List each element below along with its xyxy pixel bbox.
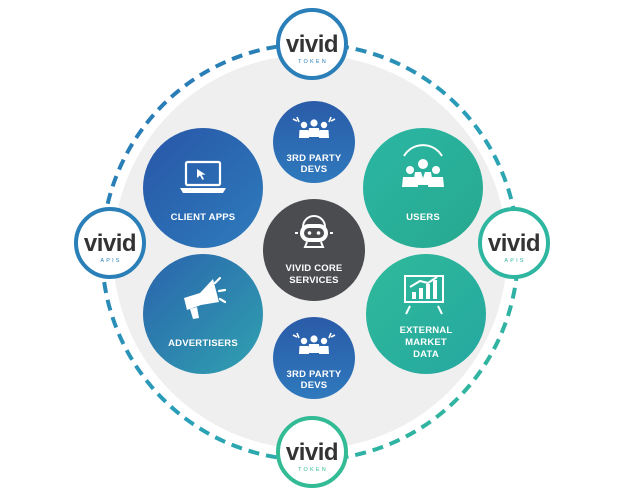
- vivid-core-label-line1: VIVID CORE: [286, 263, 343, 274]
- vivid-apis-right-brand: vivid: [488, 230, 540, 257]
- advertisers-node: ADVERTISERS: [143, 254, 263, 374]
- external-market-data-label-line3: DATA: [413, 349, 439, 360]
- client-apps-label: CLIENT APPS: [171, 212, 236, 223]
- team-icon: [292, 332, 336, 354]
- third-party-devs-top-label-line2: DEVS: [301, 164, 328, 175]
- client-apps-node: CLIENT APPS: [143, 128, 263, 248]
- vivid-core-label-line2: SERVICES: [289, 275, 338, 286]
- vivid-token-top-brand: vivid: [286, 31, 338, 58]
- vivid-apis-left-brand: vivid: [84, 230, 136, 257]
- third-party-devs-bottom-node: 3RD PARTY DEVS: [273, 317, 355, 399]
- vivid-apis-badge-left: vivid APIS: [74, 207, 146, 279]
- third-party-devs-top-label-line1: 3RD PARTY: [287, 153, 342, 164]
- vivid-token-badge-bottom: vivid TOKEN: [276, 416, 348, 488]
- third-party-devs-bottom-label-line2: DEVS: [301, 380, 328, 391]
- vivid-core-node: VIVID CORE SERVICES: [263, 199, 365, 301]
- vivid-token-top-sub: TOKEN: [298, 59, 328, 65]
- users-icon: [402, 144, 444, 187]
- megaphone-icon: [184, 276, 227, 319]
- advertisers-label: ADVERTISERS: [168, 338, 238, 349]
- vivid-apis-right-sub: APIS: [504, 258, 525, 264]
- external-market-data-label-line1: EXTERNAL: [400, 325, 453, 336]
- vivid-apis-left-sub: APIS: [100, 258, 121, 264]
- team-icon: [292, 116, 336, 138]
- users-label: USERS: [406, 212, 440, 223]
- laptop-icon: [180, 160, 226, 193]
- third-party-devs-bottom-label-line1: 3RD PARTY: [287, 369, 342, 380]
- vivid-token-bottom-brand: vivid: [286, 439, 338, 466]
- vivid-apis-badge-right: vivid APIS: [478, 207, 550, 279]
- chart-board-icon: [404, 275, 444, 315]
- vivid-token-badge-top: vivid TOKEN: [276, 8, 348, 80]
- third-party-devs-top-node: 3RD PARTY DEVS: [273, 101, 355, 183]
- robot-icon: [295, 214, 333, 248]
- users-node: USERS: [363, 128, 483, 248]
- vivid-token-bottom-sub: TOKEN: [298, 467, 328, 473]
- external-market-data-node: EXTERNAL MARKET DATA: [366, 254, 486, 374]
- external-market-data-label-line2: MARKET: [405, 337, 447, 348]
